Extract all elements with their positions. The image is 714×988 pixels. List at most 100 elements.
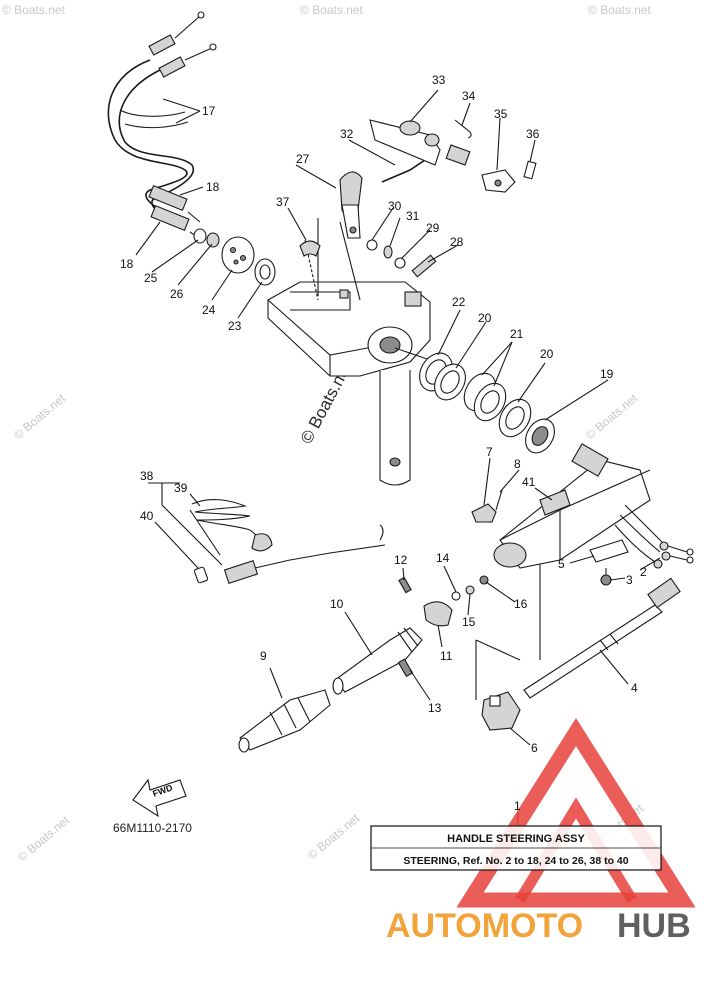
callout-6: 6 [531, 741, 538, 755]
info-box: 1 HANDLE STEERING ASSY STEERING, Ref. No… [370, 799, 662, 871]
stop-switch [189, 498, 386, 584]
lanyard-clip [251, 533, 273, 552]
watermark-bottom-left: © Boats.net [15, 813, 73, 865]
callout-13: 13 [428, 701, 442, 715]
cable-end-fitting-upper [148, 34, 176, 56]
clip-35 [299, 240, 321, 257]
callout-22: 22 [452, 295, 466, 309]
callout-17: 17 [202, 104, 216, 118]
nut-15 [465, 585, 475, 595]
callout-28: 28 [450, 235, 464, 249]
brand-wordmark: AUTOMOTO HUB [386, 907, 691, 945]
collar-31 [383, 245, 393, 259]
plate-41 [539, 489, 571, 516]
cable-sleeve-upper [148, 184, 188, 212]
callout-41: 41 [522, 475, 536, 489]
callout-37: 36 [526, 127, 540, 141]
callout-8: 8 [514, 457, 521, 471]
lever-hardware [299, 239, 437, 278]
plate-24 [221, 236, 255, 274]
plate-5 [589, 539, 629, 563]
steering-shaft [379, 370, 411, 486]
joint-6 [481, 691, 521, 731]
callout-labels: 2 3 4 5 6 7 8 9 10 11 12 13 14 15 16 17 … [120, 73, 647, 755]
brand-part-b: HUB [617, 907, 691, 945]
cable-end-fitting-lower [158, 56, 186, 78]
cable-end-pin [197, 11, 205, 19]
callout-16: 16 [514, 597, 528, 611]
brand-part-a: AUTOMOTO [386, 907, 583, 945]
cable-assembly [107, 11, 217, 241]
callout-12: 12 [394, 553, 408, 567]
nut-26 [206, 232, 220, 248]
callout-9: 9 [260, 649, 267, 663]
info-box-subtitle: STEERING, Ref. No. 2 to 18, 24 to 26, 38… [403, 855, 628, 867]
callout-11: 11 [440, 649, 453, 663]
screw-13 [397, 658, 414, 678]
callout-3: 3 [626, 573, 633, 587]
callout-23: 23 [228, 319, 242, 333]
callout-36: 35 [494, 107, 508, 121]
callout-14: 14 [436, 551, 450, 565]
watermark-mid-right: © Boats.net [583, 391, 641, 443]
callout-20-lower: 20 [540, 347, 554, 361]
automotohub-logo [456, 717, 696, 908]
callout-1: 1 [514, 799, 521, 813]
callout-19: 19 [600, 367, 614, 381]
info-box-title: HANDLE STEERING ASSY [447, 833, 585, 845]
callout-30: 30 [388, 199, 402, 213]
callout-10: 10 [330, 597, 344, 611]
callout-leaders [135, 89, 661, 826]
watermark-bottom-center: © Boats.net [305, 811, 363, 863]
washer-29 [394, 257, 406, 269]
throttle-grip-10 [334, 627, 423, 693]
shaft-4 [523, 604, 663, 699]
diagram-code: 66M1110-2170 [113, 821, 192, 835]
callout-38: 38 [140, 469, 154, 483]
callout-21: 21 [510, 327, 524, 341]
callout-26: 26 [170, 287, 184, 301]
throttle-shaft [481, 577, 681, 731]
callout-32: 32 [340, 127, 354, 141]
grip-9 [239, 689, 331, 751]
callout-29: 29 [426, 221, 440, 235]
callout-27: 27 [296, 152, 310, 166]
callout-31: 31 [406, 209, 420, 223]
watermark-mid-left: © Boats.net [11, 391, 69, 443]
callout-5: 5 [558, 557, 565, 571]
screw-3 [600, 574, 612, 586]
callout-15: 15 [462, 615, 476, 629]
callout-39: 39 [174, 481, 188, 495]
callout-20-upper: 20 [478, 311, 492, 325]
seal-23 [254, 258, 276, 286]
washer-14 [451, 591, 461, 601]
cable-mount-parts [193, 228, 276, 286]
bushing-stack [419, 352, 555, 454]
callout-4: 4 [631, 681, 638, 695]
callout-25: 25 [144, 271, 158, 285]
washer-25 [193, 228, 207, 244]
callout-2: 2 [640, 565, 647, 579]
steering-bracket [267, 281, 431, 486]
stop-switch-38 [223, 560, 259, 584]
steering-handle [238, 489, 503, 753]
cap-40 [193, 566, 209, 584]
cable-sleeve-lower [150, 204, 190, 232]
watermark-top-left: © Boats.net [2, 3, 66, 17]
watermark-top-center: © Boats.net [300, 3, 364, 17]
collar-11 [423, 601, 453, 627]
callout-7: 7 [486, 445, 493, 459]
fwd-arrow: FWD [132, 778, 187, 818]
callout-24: 24 [202, 303, 216, 317]
callout-34: 34 [462, 89, 476, 103]
callout-18-lower: 18 [120, 257, 134, 271]
bolt-28 [411, 254, 437, 278]
callout-18-upper: 18 [206, 180, 220, 194]
screw-12 [398, 576, 412, 594]
cable-end-pin [209, 43, 217, 51]
shift-rod-33 [369, 119, 441, 166]
throttle-linkage [339, 119, 537, 239]
watermark-top-right: © Boats.net [588, 3, 652, 17]
callout-35: 37 [276, 195, 290, 209]
